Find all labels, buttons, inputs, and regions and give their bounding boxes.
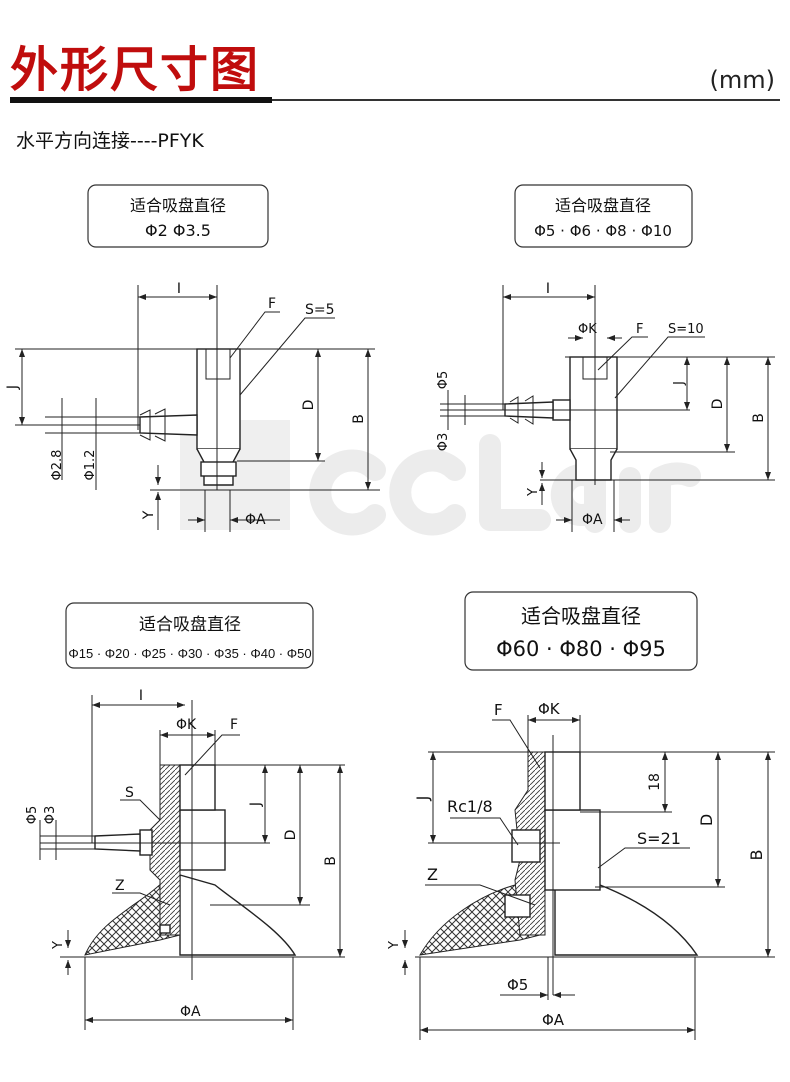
label-f: F <box>636 322 643 337</box>
suction-cup-size-box <box>514 184 693 248</box>
dim-hole: Φ5 <box>507 976 528 994</box>
label-f: F <box>230 717 238 733</box>
dim-i: I <box>139 688 143 704</box>
label-s: S=21 <box>637 829 681 848</box>
part-outline <box>40 695 345 1030</box>
dim-b: B <box>351 414 367 424</box>
dim-k: ΦK <box>578 322 597 337</box>
dim-j: J <box>5 385 21 390</box>
part-outline <box>415 735 775 1040</box>
dim-y: Y <box>141 510 157 520</box>
box-sizes: Φ15 · Φ20 · Φ25 · Φ30 · Φ35 · Φ40 · Φ50 <box>68 646 311 661</box>
dim-b: B <box>323 856 339 866</box>
dim-tube-outer: Φ5 <box>436 371 451 390</box>
dim-a: ΦA <box>542 1011 565 1029</box>
dimension-lines <box>447 294 771 523</box>
dim-b: B <box>747 850 766 861</box>
dim-i: I <box>177 281 181 297</box>
dim-y: Y <box>387 941 402 950</box>
label-f: F <box>268 296 276 312</box>
box-sizes: Φ60 · Φ80 · Φ95 <box>496 637 666 661</box>
title-underline <box>10 97 272 103</box>
label-s: S=5 <box>305 302 335 318</box>
part-outline <box>440 285 775 532</box>
dim-tube-outer: Φ5 <box>25 806 40 825</box>
page-title: 外形尺寸图 <box>10 42 261 98</box>
dim-d: D <box>710 399 726 410</box>
dim-d: D <box>283 830 299 841</box>
watermark-logo <box>180 420 701 536</box>
box-title: 适合吸盘直径 <box>130 196 226 215</box>
subtitle: 水平方向连接----PFYK <box>16 130 204 152</box>
dim-d: D <box>697 814 716 826</box>
dim-k: ΦK <box>176 717 197 733</box>
dimension-lines <box>39 702 343 1023</box>
dim-y: Y <box>51 941 66 950</box>
dim-j: J <box>672 381 687 386</box>
dim-y: Y <box>526 488 541 497</box>
dim-a: ΦA <box>180 1004 201 1020</box>
header-divider <box>272 99 780 101</box>
dim-b: B <box>751 413 767 423</box>
dim-k: ΦK <box>538 700 561 718</box>
panel-3: 适合吸盘直径 Φ15 · Φ20 · Φ25 · Φ30 · Φ35 · Φ40… <box>25 602 345 1030</box>
dim-tube-outer: Φ2.8 <box>50 450 65 481</box>
dim-a: ΦA <box>582 512 603 528</box>
box-title: 适合吸盘直径 <box>139 615 241 635</box>
dim-tube-inner: Φ3 <box>43 806 58 825</box>
label-z: Z <box>427 865 438 884</box>
box-sizes: Φ5 · Φ6 · Φ8 · Φ10 <box>534 222 672 240</box>
panel-4: 适合吸盘直径 Φ60 · Φ80 · Φ95 <box>387 591 775 1040</box>
panel-2: 适合吸盘直径 Φ5 · Φ6 · Φ8 · Φ10 <box>436 184 775 532</box>
suction-cup-size-box <box>87 184 269 248</box>
suction-cup-size-box <box>464 591 698 671</box>
dim-tube-inner: Φ3 <box>436 433 451 452</box>
label-s: S=10 <box>668 322 704 337</box>
dimension-lines <box>19 294 371 530</box>
label-thread: Rc1/8 <box>447 797 493 816</box>
dim-a: ΦA <box>245 512 266 528</box>
dim-d: D <box>301 400 317 411</box>
dim-i: I <box>546 281 550 297</box>
box-sizes: Φ2 Φ3.5 <box>145 221 211 240</box>
dim-18: 18 <box>647 773 663 791</box>
dim-tube-inner: Φ1.2 <box>83 450 98 481</box>
label-z: Z <box>115 878 125 894</box>
label-f: F <box>494 701 503 719</box>
box-title: 适合吸盘直径 <box>521 604 641 628</box>
part-outline <box>15 285 380 532</box>
dim-j: J <box>413 796 432 802</box>
dim-j: J <box>248 802 264 807</box>
label-s: S <box>125 785 134 801</box>
dimension-lines <box>402 715 771 1033</box>
unit-label: (mm) <box>709 66 775 94</box>
panel-1: 适合吸盘直径 Φ2 Φ3.5 <box>5 184 380 532</box>
suction-cup-size-box <box>65 602 314 669</box>
box-title: 适合吸盘直径 <box>555 196 651 215</box>
